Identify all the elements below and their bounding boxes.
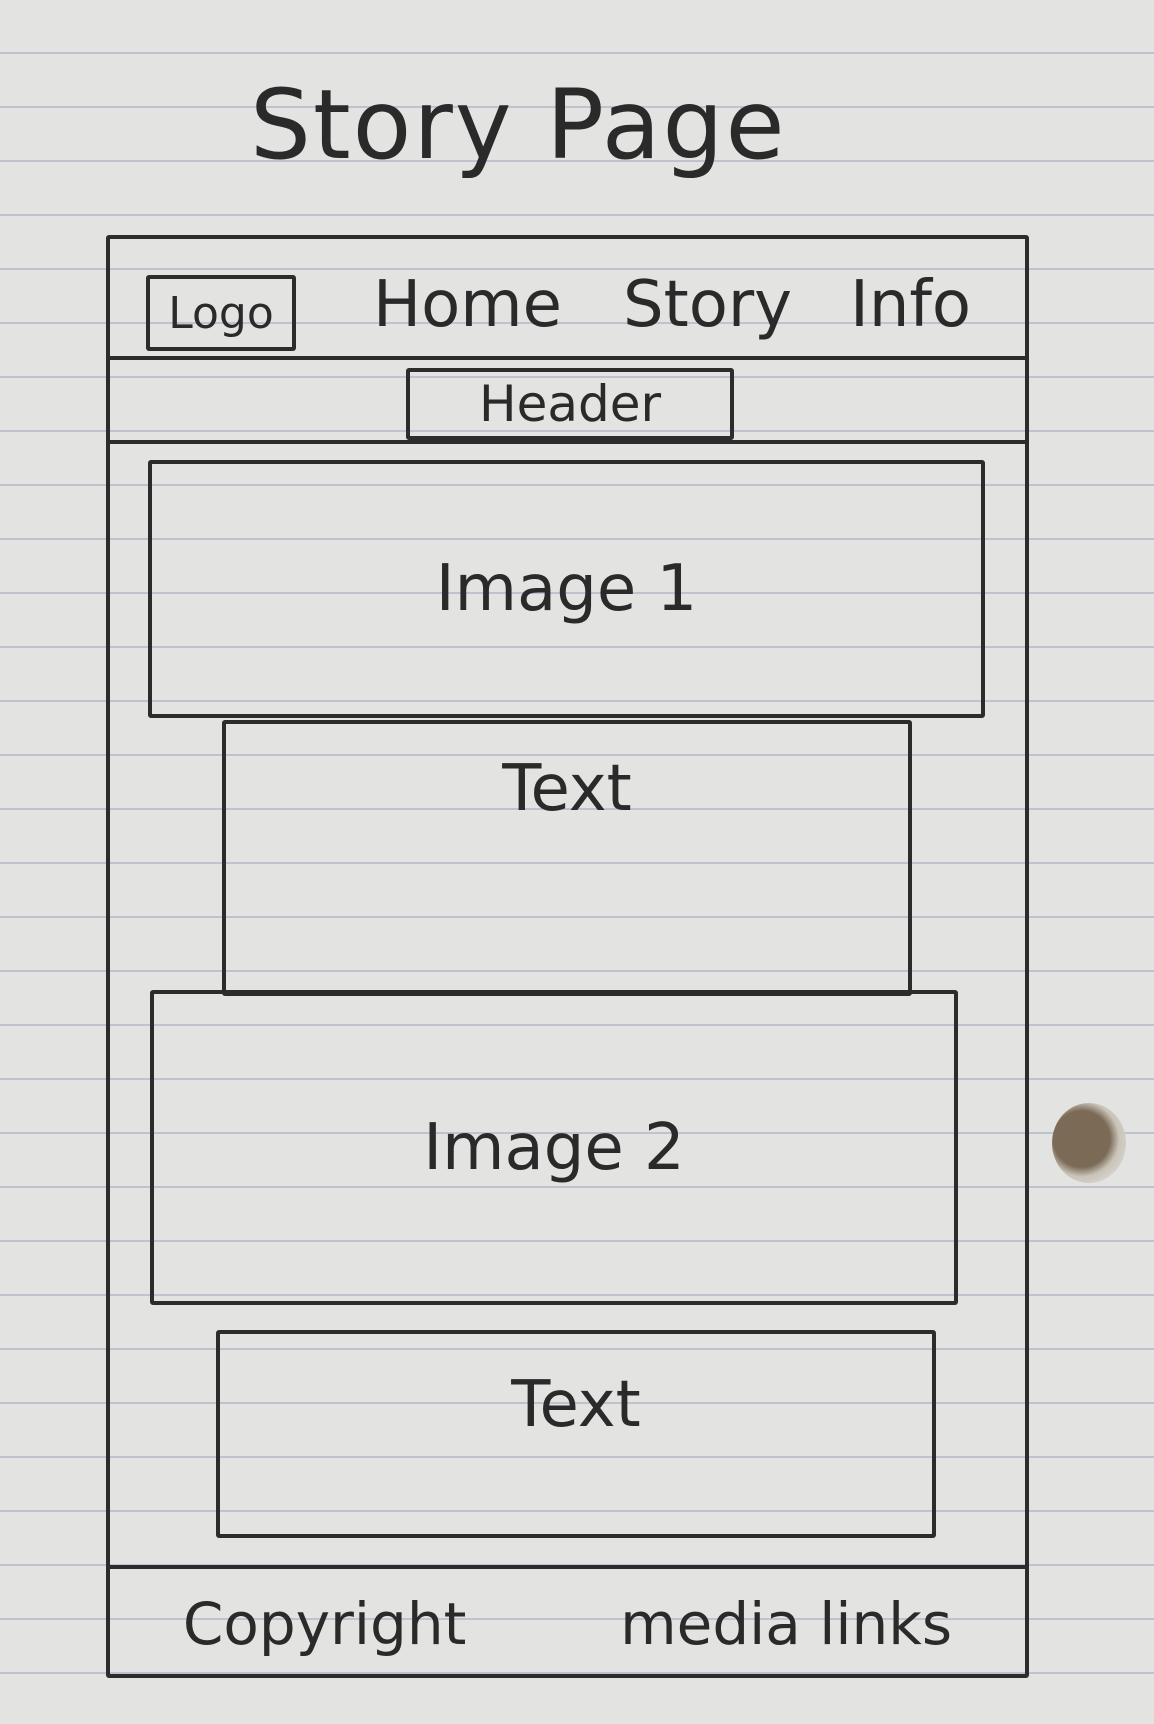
nav-home-link[interactable]: Home [373, 268, 562, 342]
footer-divider [106, 1565, 1029, 1569]
image-1-placeholder: Image 1 [148, 460, 985, 718]
footer-media-links[interactable]: media links [620, 1589, 953, 1658]
header-box: Header [406, 368, 734, 440]
binder-hole [1052, 1103, 1126, 1183]
footer-copyright: Copyright [182, 1589, 467, 1658]
nav-bar [106, 235, 1029, 360]
image-2-placeholder: Image 2 [150, 990, 958, 1305]
wireframe-frame [106, 235, 1029, 1678]
logo[interactable]: Logo [146, 275, 296, 351]
text-block-1: Text [222, 720, 912, 996]
footer: Copyright media links [106, 1569, 1029, 1678]
nav-story-link[interactable]: Story [622, 268, 793, 342]
nav-info-link[interactable]: Info [849, 268, 972, 342]
header-divider [106, 440, 1029, 444]
page-title: Story Page [250, 69, 787, 181]
text-block-2: Text [216, 1330, 936, 1538]
